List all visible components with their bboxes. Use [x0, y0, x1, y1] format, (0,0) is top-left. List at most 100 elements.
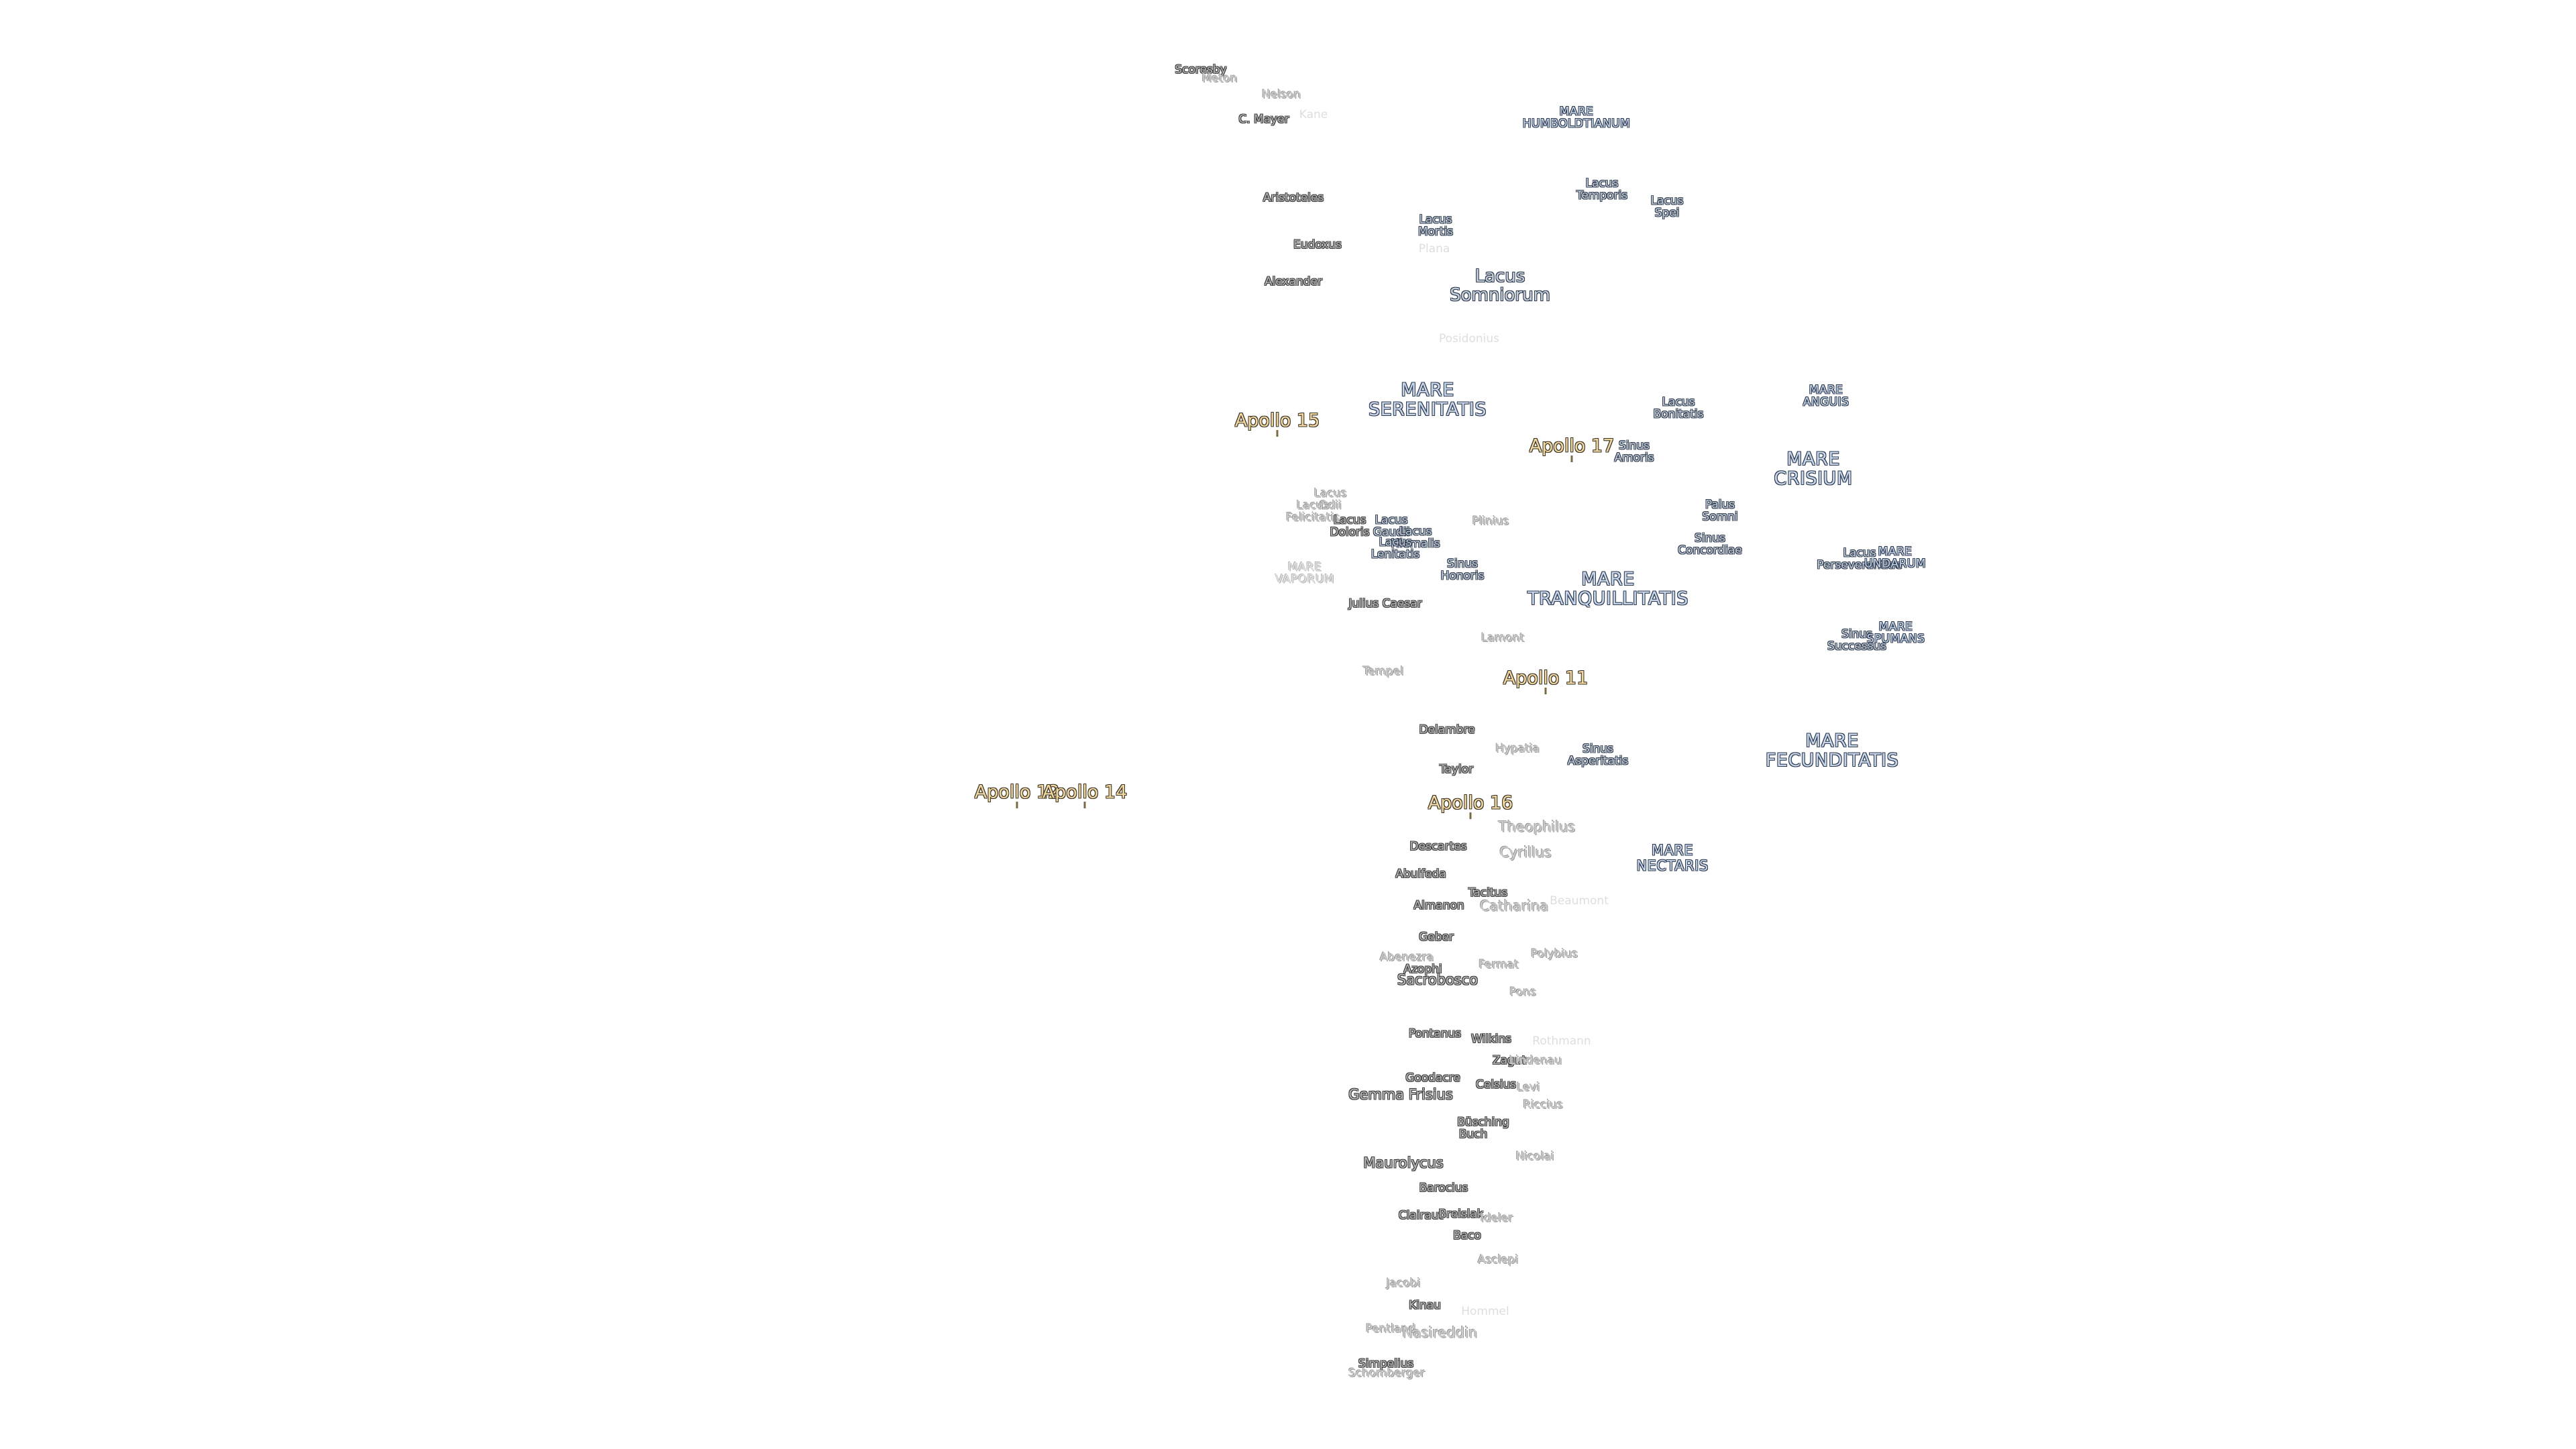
crater-label-riccius: Riccius: [1523, 1097, 1563, 1112]
crater-label-simpelius: Simpelius: [1358, 1356, 1414, 1371]
crater-label-levi: Levi: [1516, 1080, 1540, 1094]
crater-label-lamont: Lamont: [1481, 631, 1525, 645]
apollo-15-label[interactable]: Apollo 15: [1234, 410, 1320, 431]
sinus-label-concordiae: Sinus Concordiae: [1678, 531, 1742, 557]
lake-label-lacus-mortis: Lacus Mortis: [1417, 213, 1454, 239]
lake-label-lacus-bonitatis: Lacus Bonitatis: [1653, 395, 1704, 421]
crater-label-wilkins: Wilkins: [1470, 1032, 1512, 1046]
mare-label-crisium: MARE CRISIUM: [1774, 448, 1853, 489]
crater-label-sacrobosco: Sacrobosco: [1397, 971, 1479, 988]
crater-label-polybius: Polybius: [1531, 947, 1578, 961]
crater-label-tempel: Tempel: [1362, 664, 1404, 678]
crater-label-beaumont: Beaumont: [1550, 894, 1609, 908]
crater-label-c-mayer: C. Mayer: [1238, 112, 1289, 126]
apollo-17-label[interactable]: Apollo 17: [1529, 435, 1615, 457]
crater-label-almanon: Almanon: [1413, 898, 1464, 912]
mare-label-nectaris: MARE NECTARIS: [1636, 842, 1709, 873]
crater-label-nelson: Nelson: [1262, 87, 1301, 101]
sinus-label-asperitatis: Sinus Asperitatis: [1567, 742, 1629, 768]
crater-label-schomberger: Schomberger: [1348, 1366, 1426, 1380]
crater-label-tacitus: Tacitus: [1468, 885, 1508, 900]
crater-label-geber: Geber: [1419, 930, 1454, 944]
apollo-11-marker[interactable]: [1544, 688, 1547, 694]
crater-label-breislak: Breislak: [1438, 1207, 1484, 1221]
lake-label-lacus-somniorum: Lacus Somniorum: [1450, 266, 1550, 305]
crater-label-fermat: Fermat: [1479, 957, 1519, 971]
apollo-16-label[interactable]: Apollo 16: [1428, 792, 1513, 814]
crater-label-goodacre: Goodacre: [1405, 1071, 1460, 1085]
crater-label-barocius: Barocius: [1419, 1181, 1468, 1195]
crater-label-ideler: Ideler: [1480, 1211, 1513, 1225]
mare-label-serenitatis: MARE SERENITATIS: [1368, 379, 1487, 420]
crater-label-kane: Kane: [1299, 107, 1328, 121]
crater-label-azophi: Azophi: [1403, 962, 1442, 976]
lake-label-lacus-gaudii: Lacus Gaudii: [1373, 513, 1410, 539]
crater-label-julius-caesar: Julius Caesar: [1348, 596, 1422, 610]
lake-label-lacus-odii: Lacus Odii: [1313, 486, 1347, 513]
crater-label-plinius: Plinius: [1472, 514, 1509, 528]
crater-label-scoresby: Scoresby: [1175, 62, 1227, 76]
crater-label-busching: Büsching: [1457, 1115, 1509, 1129]
palus-label-somni: Palus Somni: [1702, 498, 1738, 524]
crater-label-cyrillus: Cyrillus: [1499, 844, 1552, 861]
lake-label-lacus-perseverantiae: Lacus Perseverantiae: [1817, 546, 1902, 572]
crater-label-plana: Plana: [1418, 241, 1450, 256]
crater-label-zagut: Zagut: [1492, 1053, 1527, 1067]
crater-label-meton: Meton: [1201, 71, 1238, 85]
mare-label-humboldtianum: MARE HUMBOLDTIANUM: [1522, 105, 1631, 131]
sinus-label-amoris: Sinus Amoris: [1614, 439, 1654, 465]
mare-label-vaporum: MARE VAPORUM: [1275, 560, 1335, 586]
lake-label-lacus-lenitatis: Lacus Lenitatis: [1371, 535, 1420, 561]
crater-label-jacobi: Jacobi: [1386, 1276, 1421, 1290]
crater-label-abenezra: Abenezra: [1379, 950, 1434, 964]
mare-label-tranquillitatis: MARE TRANQUILLITATIS: [1527, 568, 1688, 609]
apollo-17-marker[interactable]: [1570, 455, 1573, 462]
apollo-14-marker[interactable]: [1083, 802, 1086, 808]
crater-label-gemma-frisius: Gemma Frisius: [1348, 1086, 1453, 1103]
apollo-12-marker[interactable]: [1016, 802, 1018, 808]
crater-label-eudoxus: Eudoxus: [1293, 237, 1342, 252]
mare-label-spumans: MARE SPUMANS: [1866, 620, 1925, 646]
crater-label-baco: Baco: [1453, 1228, 1481, 1242]
crater-label-abulfeda: Abulfeda: [1395, 867, 1446, 881]
lake-label-lacus-doloris: Lacus Doloris: [1330, 513, 1370, 539]
crater-label-pentland: Pentland: [1365, 1322, 1416, 1336]
crater-label-delambre: Delambre: [1419, 722, 1475, 737]
lake-label-lacus-hiemalis: Lacus Hiemalis: [1391, 525, 1440, 551]
crater-label-catharina: Catharina: [1479, 898, 1549, 914]
crater-label-nicolai: Nicolai: [1515, 1149, 1554, 1163]
lake-label-lacus-temporis: Lacus Temporis: [1576, 176, 1628, 203]
crater-label-pons: Pons: [1509, 985, 1536, 999]
crater-label-lindenau: Lindenau: [1509, 1053, 1562, 1067]
apollo-11-label[interactable]: Apollo 11: [1503, 667, 1589, 689]
crater-label-hypatia: Hypatia: [1495, 741, 1540, 755]
mare-label-fecunditatis: MARE FECUNDITATIS: [1765, 730, 1899, 771]
crater-label-kinau: Kinau: [1409, 1298, 1441, 1312]
crater-label-descartes: Descartes: [1409, 839, 1467, 853]
crater-label-aristoteles: Aristoteles: [1263, 191, 1324, 205]
mare-label-anguis: MARE ANGUIS: [1803, 383, 1849, 409]
mare-label-undarum: MARE UNDARUM: [1864, 545, 1927, 571]
apollo-14-label[interactable]: Apollo 14: [1042, 782, 1128, 803]
crater-label-taylor: Taylor: [1439, 762, 1474, 776]
lake-label-lacus-spei: Lacus Spei: [1650, 194, 1684, 220]
crater-label-pontanus: Pontanus: [1408, 1026, 1462, 1040]
crater-label-hommel: Hommel: [1461, 1304, 1509, 1318]
lake-label-lacus-felicitatis: Lacus Felicitatis: [1285, 498, 1340, 525]
crater-label-maurolycus: Maurolycus: [1363, 1155, 1444, 1171]
crater-label-alexander: Alexander: [1264, 274, 1323, 288]
crater-label-clairaut: Clairaut: [1398, 1208, 1444, 1222]
crater-label-rothmann: Rothmann: [1532, 1034, 1591, 1048]
crater-label-buch: Buch: [1458, 1127, 1488, 1141]
crater-label-celsius: Celsius: [1475, 1077, 1517, 1091]
sinus-label-honoris: Sinus Honoris: [1440, 557, 1485, 583]
crater-label-nasireddin: Nasireddin: [1401, 1324, 1478, 1341]
crater-label-asclepi: Asclepi: [1477, 1252, 1519, 1267]
sinus-label-successus: Sinus Successus: [1827, 627, 1887, 653]
apollo-15-marker[interactable]: [1276, 430, 1279, 437]
crater-label-theophilus: Theophilus: [1498, 818, 1576, 835]
apollo-16-marker[interactable]: [1469, 812, 1472, 819]
apollo-12-label[interactable]: Apollo 12: [974, 782, 1060, 803]
crater-label-posidonius: Posidonius: [1439, 331, 1499, 345]
